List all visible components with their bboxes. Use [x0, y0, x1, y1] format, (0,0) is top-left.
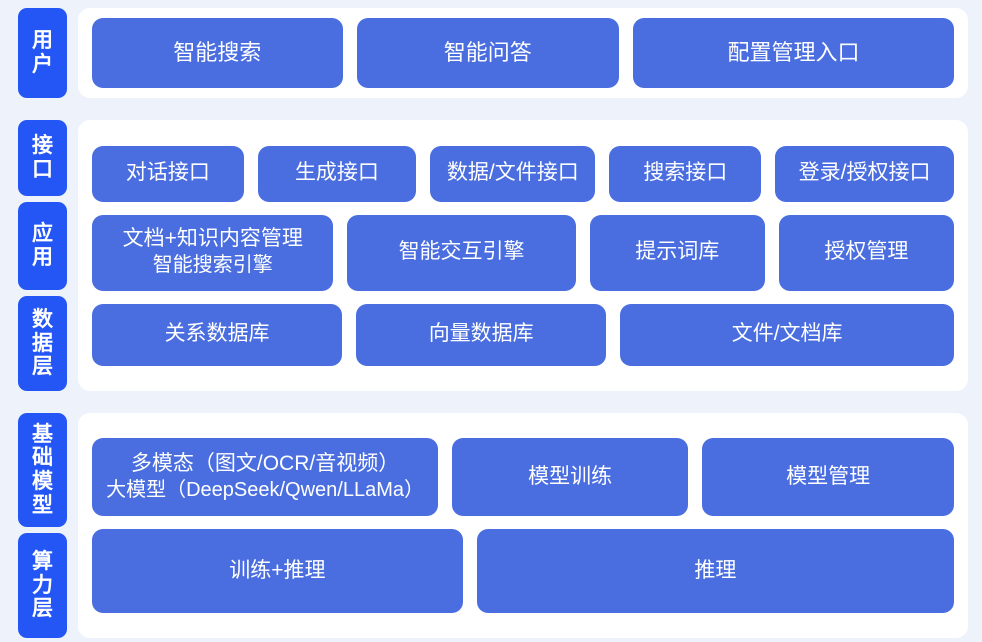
box-dialog-api[interactable]: 对话接口 — [92, 145, 244, 202]
box-search-api-label: 搜索接口 — [643, 161, 728, 185]
box-login-auth-api[interactable]: 登录/授权接口 — [775, 145, 954, 202]
layer-tab-application-char-1: 用 — [32, 246, 53, 269]
box-vector-database[interactable]: 向量数据库 — [356, 303, 607, 366]
box-vector-database-label: 向量数据库 — [428, 322, 534, 346]
layer-tab-application-char-0: 应 — [32, 222, 53, 246]
box-smart-qa[interactable]: 智能问答 — [356, 18, 619, 88]
layer-tab-user[interactable]: 用 户 — [18, 8, 67, 98]
box-generation-api-label: 生成接口 — [294, 161, 379, 185]
row-interface-apis: 对话接口 生成接口 数据/文件接口 搜索接口 登录/授权接口 — [92, 145, 954, 202]
panel-base: 多模态（图文/OCR/音视频） 大模型（DeepSeek/Qwen/LLaMa）… — [78, 413, 968, 638]
section-middle: 接 口 应 用 数 据 层 对话接口 生成接口 — [0, 120, 982, 391]
tab-column-users: 用 户 — [18, 8, 67, 98]
panel-users: 智能搜索 智能问答 配置管理入口 — [78, 8, 968, 98]
layer-tab-data-layer-char-1: 据 — [32, 331, 53, 355]
layer-tab-compute-layer-char-0: 算 — [32, 550, 53, 574]
box-config-management-entry-label: 配置管理入口 — [727, 39, 860, 65]
layer-tab-data-layer[interactable]: 数 据 层 — [18, 296, 67, 391]
box-prompt-library[interactable]: 提示词库 — [589, 214, 765, 291]
box-smart-search-label: 智能搜索 — [173, 39, 262, 65]
section-base: 基 础 模 型 算 力 层 多模态（图文/OCR/音视频） 大模型（DeepSe… — [0, 413, 982, 638]
row-data-stores: 关系数据库 向量数据库 文件/文档库 — [92, 303, 954, 366]
box-multimodal-large-model-line-2: 大模型（DeepSeek/Qwen/LLaMa） — [106, 478, 425, 501]
layer-tab-foundation-model[interactable]: 基 础 模 型 — [18, 413, 67, 527]
layer-tab-foundation-model-char-0: 基 — [32, 422, 53, 446]
layer-tab-foundation-model-char-3: 型 — [32, 493, 53, 517]
box-doc-knowledge-management-line-1: 文档+知识内容管理 — [122, 227, 303, 251]
box-smart-interaction-engine[interactable]: 智能交互引擎 — [347, 214, 576, 291]
row-user-entries: 智能搜索 智能问答 配置管理入口 — [92, 18, 954, 88]
box-model-management[interactable]: 模型管理 — [702, 438, 954, 516]
box-file-document-store-label: 文件/文档库 — [731, 322, 843, 346]
layer-tab-compute-layer-char-2: 层 — [32, 597, 53, 621]
box-authorization-management[interactable]: 授权管理 — [778, 214, 954, 291]
layer-tab-compute-layer-char-1: 力 — [32, 573, 53, 597]
section-users: 用 户 智能搜索 智能问答 配置管理入口 — [0, 8, 982, 98]
box-generation-api[interactable]: 生成接口 — [257, 145, 417, 202]
layer-tab-interface[interactable]: 接 口 — [18, 120, 67, 196]
box-search-api[interactable]: 搜索接口 — [609, 145, 762, 202]
layer-tab-interface-char-1: 口 — [32, 158, 53, 181]
box-prompt-library-label: 提示词库 — [635, 240, 720, 264]
box-data-file-api[interactable]: 数据/文件接口 — [430, 145, 596, 202]
box-authorization-management-label: 授权管理 — [824, 240, 909, 264]
layer-tab-data-layer-char-0: 数 — [32, 308, 53, 332]
box-file-document-store[interactable]: 文件/文档库 — [620, 303, 954, 366]
box-inference[interactable]: 推理 — [476, 529, 954, 613]
box-multimodal-large-model[interactable]: 多模态（图文/OCR/音视频） 大模型（DeepSeek/Qwen/LLaMa） — [92, 438, 439, 516]
box-multimodal-large-model-line-1: 多模态（图文/OCR/音视频） — [130, 451, 400, 475]
box-login-auth-api-label: 登录/授权接口 — [798, 161, 931, 185]
box-doc-knowledge-management[interactable]: 文档+知识内容管理 智能搜索引擎 — [92, 214, 334, 291]
box-dialog-api-label: 对话接口 — [125, 161, 210, 185]
box-smart-interaction-engine-label: 智能交互引擎 — [398, 240, 525, 264]
box-config-management-entry[interactable]: 配置管理入口 — [632, 18, 954, 88]
box-smart-search[interactable]: 智能搜索 — [92, 18, 343, 88]
box-model-management-label: 模型管理 — [786, 464, 871, 488]
layer-tab-data-layer-char-2: 层 — [32, 355, 53, 379]
box-inference-label: 推理 — [694, 558, 737, 582]
box-model-training-label: 模型训练 — [528, 464, 613, 488]
tab-column-base: 基 础 模 型 算 力 层 — [18, 413, 67, 638]
layer-tab-user-char-0: 用 — [32, 29, 53, 53]
layer-tab-foundation-model-char-2: 模 — [32, 470, 53, 493]
row-application-modules: 文档+知识内容管理 智能搜索引擎 智能交互引擎 提示词库 授权管理 — [92, 214, 954, 291]
box-doc-knowledge-management-line-2: 智能搜索引擎 — [152, 254, 273, 277]
tab-column-middle: 接 口 应 用 数 据 层 — [18, 120, 67, 391]
layer-tab-interface-char-0: 接 — [32, 134, 53, 158]
box-data-file-api-label: 数据/文件接口 — [446, 161, 579, 185]
box-smart-qa-label: 智能问答 — [443, 39, 532, 65]
layer-tab-user-char-1: 户 — [32, 53, 53, 76]
layer-tab-foundation-model-char-1: 础 — [32, 446, 53, 470]
layer-tab-application[interactable]: 应 用 — [18, 202, 67, 290]
row-compute-modules: 训练+推理 推理 — [92, 529, 954, 613]
panel-middle: 对话接口 生成接口 数据/文件接口 搜索接口 登录/授权接口 文档+知识内容管理 — [78, 120, 968, 391]
box-relational-database[interactable]: 关系数据库 — [92, 303, 343, 366]
box-relational-database-label: 关系数据库 — [164, 322, 270, 346]
box-training-inference[interactable]: 训练+推理 — [92, 529, 463, 613]
box-training-inference-label: 训练+推理 — [229, 558, 326, 582]
box-model-training[interactable]: 模型训练 — [452, 438, 689, 516]
row-model-modules: 多模态（图文/OCR/音视频） 大模型（DeepSeek/Qwen/LLaMa）… — [92, 438, 954, 516]
layer-tab-compute-layer[interactable]: 算 力 层 — [18, 533, 67, 638]
